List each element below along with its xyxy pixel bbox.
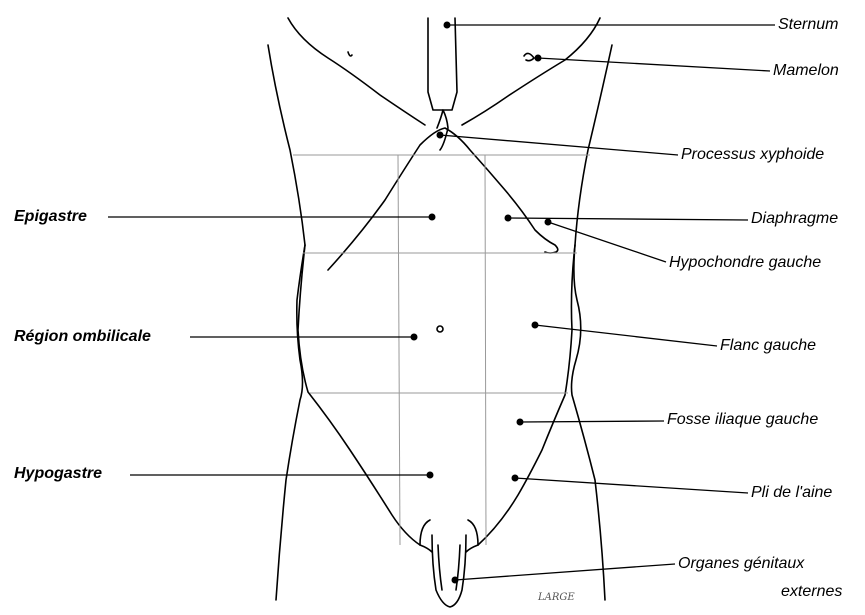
leader-organes bbox=[455, 564, 675, 580]
navel-outline bbox=[437, 326, 443, 332]
label-diaphragme: Diaphragme bbox=[751, 210, 838, 228]
label-sternum: Sternum bbox=[778, 16, 838, 34]
left-shoulder-outline bbox=[288, 18, 425, 125]
abdomen-left-outline bbox=[298, 245, 420, 545]
right-nipple-outline bbox=[524, 53, 534, 60]
leader-fosse bbox=[520, 421, 664, 422]
leader-diaphragme bbox=[508, 218, 748, 220]
dot-diaphragme bbox=[505, 215, 512, 222]
label-region-ombilicale: Région ombilicale bbox=[14, 328, 151, 346]
genitals-outline bbox=[420, 520, 478, 607]
dot-hypogastre bbox=[427, 472, 434, 479]
leader-pli bbox=[515, 478, 748, 493]
label-mamelon: Mamelon bbox=[773, 62, 839, 80]
dot-hypochondre bbox=[545, 219, 552, 226]
leader-mamelon bbox=[538, 58, 770, 71]
dot-xyphoide bbox=[437, 132, 444, 139]
label-hypogastre: Hypogastre bbox=[14, 465, 102, 483]
dot-epigastre bbox=[429, 214, 436, 221]
right-shoulder-outline bbox=[462, 18, 600, 125]
label-processus-xyphoide: Processus xyphoide bbox=[681, 146, 824, 164]
label-fosse-iliaque-gauche: Fosse iliaque gauche bbox=[667, 411, 818, 429]
groin-outline bbox=[420, 545, 478, 552]
dot-organes bbox=[452, 577, 459, 584]
abdomen-right-outline bbox=[478, 245, 575, 545]
label-epigastre: Epigastre bbox=[14, 208, 87, 226]
dot-flanc bbox=[532, 322, 539, 329]
label-pli-de-laine: Pli de l'aine bbox=[751, 484, 832, 502]
dot-fosse bbox=[517, 419, 524, 426]
label-flanc-gauche: Flanc gauche bbox=[720, 337, 816, 355]
left-nipple-outline bbox=[348, 52, 352, 56]
dot-pli bbox=[512, 475, 519, 482]
region-grid bbox=[293, 155, 590, 545]
left-arm-outline bbox=[268, 45, 305, 600]
dot-ombilicale bbox=[411, 334, 418, 341]
label-organes-externes: externes bbox=[781, 583, 842, 601]
rib-arch-outline bbox=[328, 128, 558, 270]
sternum-outline bbox=[428, 18, 457, 110]
leader-hypochondre bbox=[548, 222, 666, 262]
leader-flanc bbox=[535, 325, 717, 346]
label-hypochondre-gauche: Hypochondre gauche bbox=[669, 254, 821, 272]
leader-xyphoide bbox=[440, 135, 678, 155]
label-organes-genitaux: Organes génitaux bbox=[678, 555, 804, 573]
dot-mamelon bbox=[535, 55, 542, 62]
dot-sternum bbox=[444, 22, 451, 29]
right-arm-outline bbox=[572, 45, 613, 600]
artist-signature: LARGE bbox=[538, 592, 575, 603]
